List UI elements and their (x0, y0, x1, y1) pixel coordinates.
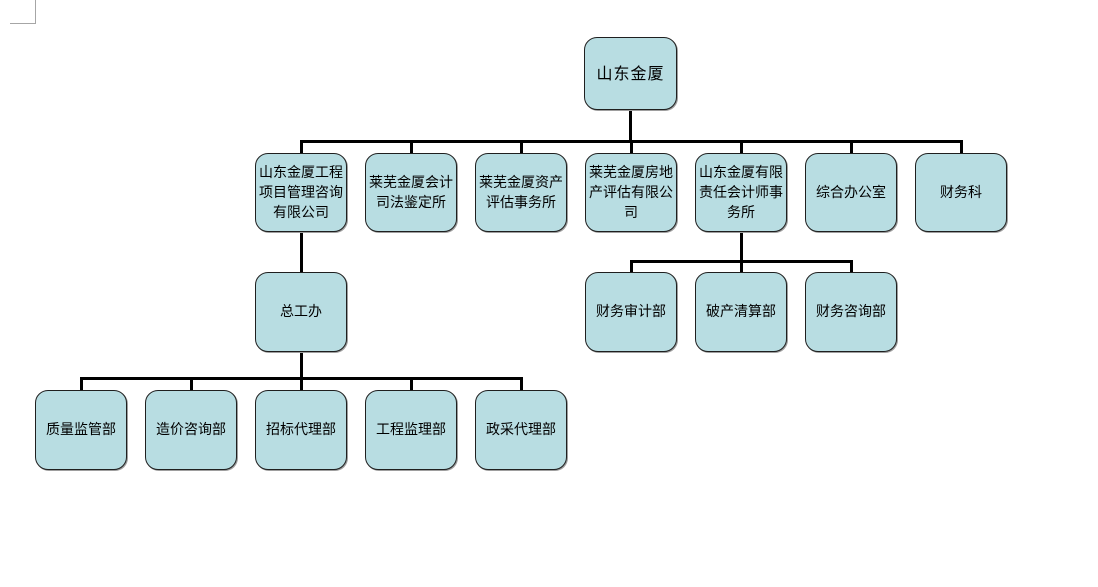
connector-accountingfirm-down (740, 232, 743, 263)
connector-stub (410, 140, 413, 154)
connector-stub (80, 377, 83, 391)
node-real-estate-appraisal-co[interactable]: 莱芜金厦房地 产评估有限公 司 (585, 153, 677, 232)
connector-stub (850, 140, 853, 154)
node-judicial-appraisal-office[interactable]: 莱芜金厦会计 司法鉴定所 (365, 153, 457, 232)
connector-stub (300, 377, 303, 391)
node-chief-engineer-office[interactable]: 总工办 (255, 272, 347, 352)
node-accounting-firm[interactable]: 山东金厦有限 责任会计师事 务所 (695, 153, 787, 232)
node-project-management-co[interactable]: 山东金厦工程 项目管理咨询 有限公司 (255, 153, 347, 232)
node-cost-consulting-dept[interactable]: 造价咨询部 (145, 390, 237, 470)
node-bidding-agency-dept[interactable]: 招标代理部 (255, 390, 347, 470)
node-financial-consulting-dept[interactable]: 财务咨询部 (805, 272, 897, 352)
node-project-supervision-dept[interactable]: 工程监理部 (365, 390, 457, 470)
node-asset-valuation-office[interactable]: 莱芜金厦资产 评估事务所 (475, 153, 567, 232)
connector-stub (850, 260, 853, 273)
node-gov-procurement-agency-dept[interactable]: 政采代理部 (475, 390, 567, 470)
connector-stub (630, 260, 633, 273)
node-root-company[interactable]: 山东金厦 (584, 37, 677, 110)
connector-chiefoffice-down (300, 352, 303, 380)
connector-stub (740, 260, 743, 273)
connector-stub (410, 377, 413, 391)
connector-stub (740, 140, 743, 154)
node-general-office[interactable]: 综合办公室 (805, 153, 897, 232)
node-quality-supervision-dept[interactable]: 质量监管部 (35, 390, 127, 470)
connector-stub (520, 377, 523, 391)
node-bankruptcy-liquidation-dept[interactable]: 破产清算部 (695, 272, 787, 352)
connector-stub (190, 377, 193, 391)
connector-stub (520, 140, 523, 154)
page-corner-mark-horizontal (10, 23, 36, 24)
connector-stub (960, 140, 963, 154)
node-finance-section[interactable]: 财务科 (915, 153, 1007, 232)
connector-root-down (629, 110, 632, 143)
connector-stub (630, 140, 633, 154)
connector-projectco-to-chiefoffice (300, 232, 303, 272)
connector-stub (300, 140, 303, 154)
node-financial-audit-dept[interactable]: 财务审计部 (585, 272, 677, 352)
page-corner-mark-vertical (35, 0, 36, 23)
